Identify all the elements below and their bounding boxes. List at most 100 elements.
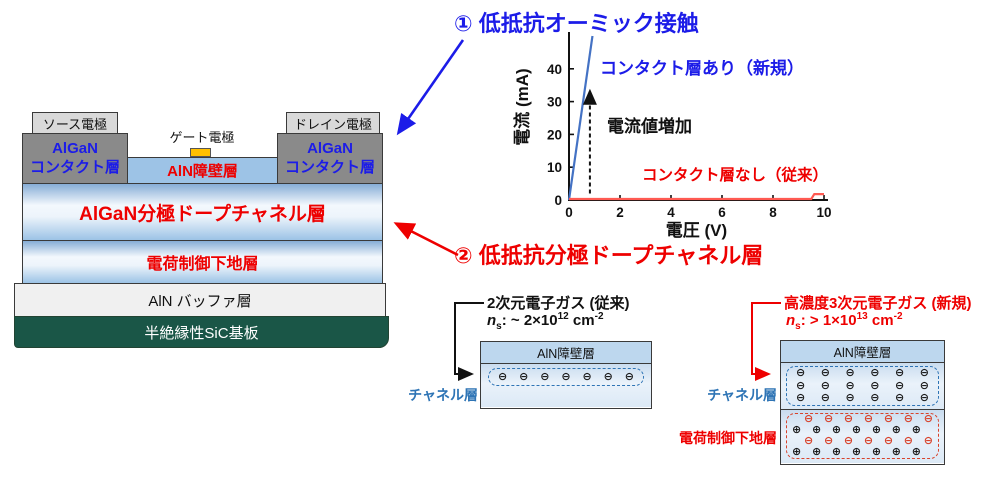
device-cross-section: ソース電極 ドレイン電極 ゲート電極 AlN障壁層 AlGaN コンタクト層 A… xyxy=(0,0,420,360)
minus-charge-icon: ⊖ xyxy=(895,379,905,392)
minus-charge-icon: ⊖ xyxy=(883,413,894,425)
contact-layer-left: AlGaN コンタクト層 xyxy=(22,133,128,184)
charge-pairs-underlayer: ⊖⊖⊖⊖⊖⊖⊖⊕⊕⊕⊕⊕⊕⊕⊖⊖⊖⊖⊖⊖⊖⊕⊕⊕⊕⊕⊕⊕ xyxy=(786,413,939,459)
point1-title: ① 低抵抗オーミック接触 xyxy=(454,11,699,36)
right-mini-density: ns: > 1×1013 cm-2 xyxy=(786,311,903,332)
minus-charge-icon: ⊖ xyxy=(843,413,854,425)
series-label-with-contact: コンタクト層あり（新規） xyxy=(600,59,804,78)
svg-text:0: 0 xyxy=(554,193,562,208)
connector-right-3deg xyxy=(751,302,781,381)
channel-layer: AlGaN分極ドープチャネル層 xyxy=(22,183,383,241)
plus-charge-icon: ⊕ xyxy=(851,424,862,436)
series-label-without-contact: コンタクト層なし（従来） xyxy=(642,167,829,184)
substrate-layer: 半絶縁性SiC基板 xyxy=(14,316,389,348)
left-mini-caption: 2次元電子ガス (従来) xyxy=(487,295,630,312)
drain-electrode-label: ドレイン電極 xyxy=(293,116,372,132)
charge-row: ⊕⊕⊕⊕⊕⊕⊕ xyxy=(787,447,938,458)
minus-charge-icon: ⊖ xyxy=(923,413,933,425)
minus-charge-icon: ⊖ xyxy=(863,413,874,425)
minus-charge-icon: ⊖ xyxy=(820,391,830,404)
minus-charge-icon: ⊖ xyxy=(863,435,874,447)
minus-charge-icon: ⊖ xyxy=(845,379,855,392)
contact-layer-right: AlGaN コンタクト層 xyxy=(277,133,383,184)
substrate-label: 半絶縁性SiC基板 xyxy=(144,324,259,342)
right-mini-underlayer-region: ⊖⊖⊖⊖⊖⊖⊖⊕⊕⊕⊕⊕⊕⊕⊖⊖⊖⊖⊖⊖⊖⊕⊕⊕⊕⊕⊕⊕ xyxy=(781,410,944,463)
minus-charge-icon: ⊖ xyxy=(845,391,855,404)
svg-text:40: 40 xyxy=(547,62,562,77)
svg-text:8: 8 xyxy=(769,205,777,220)
electron-gas-2d: ⊖⊖⊖⊖⊖⊖⊖ xyxy=(488,368,644,386)
charge-row: ⊖ ⊖ ⊖ ⊖ ⊖ ⊖ xyxy=(787,391,938,404)
right-underlayer-label: 電荷制御下地層 xyxy=(679,430,777,446)
plus-charge-icon: ⊕ xyxy=(911,424,921,436)
plus-charge-icon: ⊕ xyxy=(792,446,802,458)
channel-layer-label: AlGaN分極ドープチャネル層 xyxy=(79,203,326,225)
left-mini-channel-region: ⊖⊖⊖⊖⊖⊖⊖ xyxy=(481,364,651,407)
charge-row: ⊖⊖⊖⊖⊖⊖⊖ xyxy=(489,370,643,383)
minus-charge-icon: ⊖ xyxy=(540,370,550,383)
right-mini-channel-region: ⊖⊖⊖⊖⊖⊖⊖⊖⊖⊖⊖⊖⊖⊖⊖⊖⊖⊖ xyxy=(781,363,944,410)
svg-text:30: 30 xyxy=(547,95,562,110)
minus-charge-icon: ⊖ xyxy=(919,391,929,404)
minus-charge-icon: ⊖ xyxy=(804,413,814,425)
plus-charge-icon: ⊕ xyxy=(811,446,822,458)
minus-charge-icon: ⊖ xyxy=(883,435,894,447)
minus-charge-icon: ⊖ xyxy=(870,367,880,380)
minus-charge-icon: ⊖ xyxy=(796,379,806,392)
left-mini-diagram: AlN障壁層 ⊖⊖⊖⊖⊖⊖⊖ xyxy=(480,341,652,409)
buffer-layer-label: AlN バッファ層 xyxy=(148,292,252,310)
y-axis-label: 電流 (mA) xyxy=(513,68,532,146)
buffer-layer: AlN バッファ層 xyxy=(14,283,386,317)
minus-charge-icon: ⊖ xyxy=(823,435,834,447)
drain-electrode: ドレイン電極 xyxy=(286,112,380,134)
plus-charge-icon: ⊕ xyxy=(891,424,901,436)
minus-charge-icon: ⊖ xyxy=(919,379,929,392)
svg-text:2: 2 xyxy=(616,205,624,220)
minus-charge-icon: ⊖ xyxy=(823,413,834,425)
current-increase-annotation: 電流値増加 xyxy=(607,117,692,136)
svg-text:10: 10 xyxy=(547,160,562,175)
svg-text:6: 6 xyxy=(718,205,726,220)
left-mini-barrier-layer: AlN障壁層 xyxy=(481,342,651,364)
plus-charge-icon: ⊕ xyxy=(871,446,882,458)
plus-charge-icon: ⊕ xyxy=(792,424,802,436)
plus-charge-icon: ⊕ xyxy=(831,446,842,458)
minus-charge-icon: ⊖ xyxy=(603,370,613,383)
charge-row: ⊖⊖⊖⊖⊖⊖ xyxy=(787,379,938,392)
minus-charge-icon: ⊖ xyxy=(903,435,913,447)
source-electrode-label: ソース電極 xyxy=(42,116,108,132)
minus-charge-icon: ⊖ xyxy=(519,370,529,383)
plus-charge-icon: ⊕ xyxy=(891,446,901,458)
right-mini-barrier-layer: AlN障壁層 xyxy=(781,341,944,363)
minus-charge-icon: ⊖ xyxy=(498,370,508,383)
source-electrode: ソース電極 xyxy=(32,112,118,134)
underlayer-label: 電荷制御下地層 xyxy=(146,256,259,273)
gate-electrode xyxy=(190,148,211,157)
minus-charge-icon: ⊖ xyxy=(870,391,880,404)
minus-charge-icon: ⊖ xyxy=(804,435,814,447)
right-mini-diagram: AlN障壁層 ⊖⊖⊖⊖⊖⊖⊖⊖⊖⊖⊖⊖⊖⊖⊖⊖⊖⊖ ⊖⊖⊖⊖⊖⊖⊖⊕⊕⊕⊕⊕⊕⊕… xyxy=(780,340,945,465)
minus-charge-icon: ⊖ xyxy=(820,379,830,392)
gate-electrode-label: ゲート電極 xyxy=(169,129,235,145)
minus-charge-icon: ⊖ xyxy=(820,367,830,380)
minus-charge-icon: ⊖ xyxy=(624,370,634,383)
minus-charge-icon: ⊖ xyxy=(895,391,905,404)
plus-charge-icon: ⊕ xyxy=(871,424,882,436)
charge-row: ⊖⊖⊖⊖⊖⊖ xyxy=(787,368,938,379)
minus-charge-icon: ⊖ xyxy=(561,370,571,383)
plus-charge-icon: ⊕ xyxy=(851,446,862,458)
minus-charge-icon: ⊖ xyxy=(923,435,933,447)
charge-row: ⊖ ⊖ ⊖ ⊖ ⊖ ⊖ ⊖ xyxy=(787,414,938,425)
minus-charge-icon: ⊖ xyxy=(796,391,806,404)
svg-text:20: 20 xyxy=(547,127,562,142)
barrier-layer: AlN障壁層 xyxy=(126,157,279,184)
charge-control-underlayer: 電荷制御下地層 xyxy=(22,240,383,284)
minus-charge-icon: ⊖ xyxy=(796,367,806,380)
barrier-layer-label: AlN障壁層 xyxy=(167,163,238,180)
left-channel-layer-label: チャネル層 xyxy=(408,387,478,403)
minus-charge-icon: ⊖ xyxy=(903,413,913,425)
minus-charge-icon: ⊖ xyxy=(845,367,855,380)
point2-title: ② 低抵抗分極ドープチャネル層 xyxy=(454,243,764,268)
